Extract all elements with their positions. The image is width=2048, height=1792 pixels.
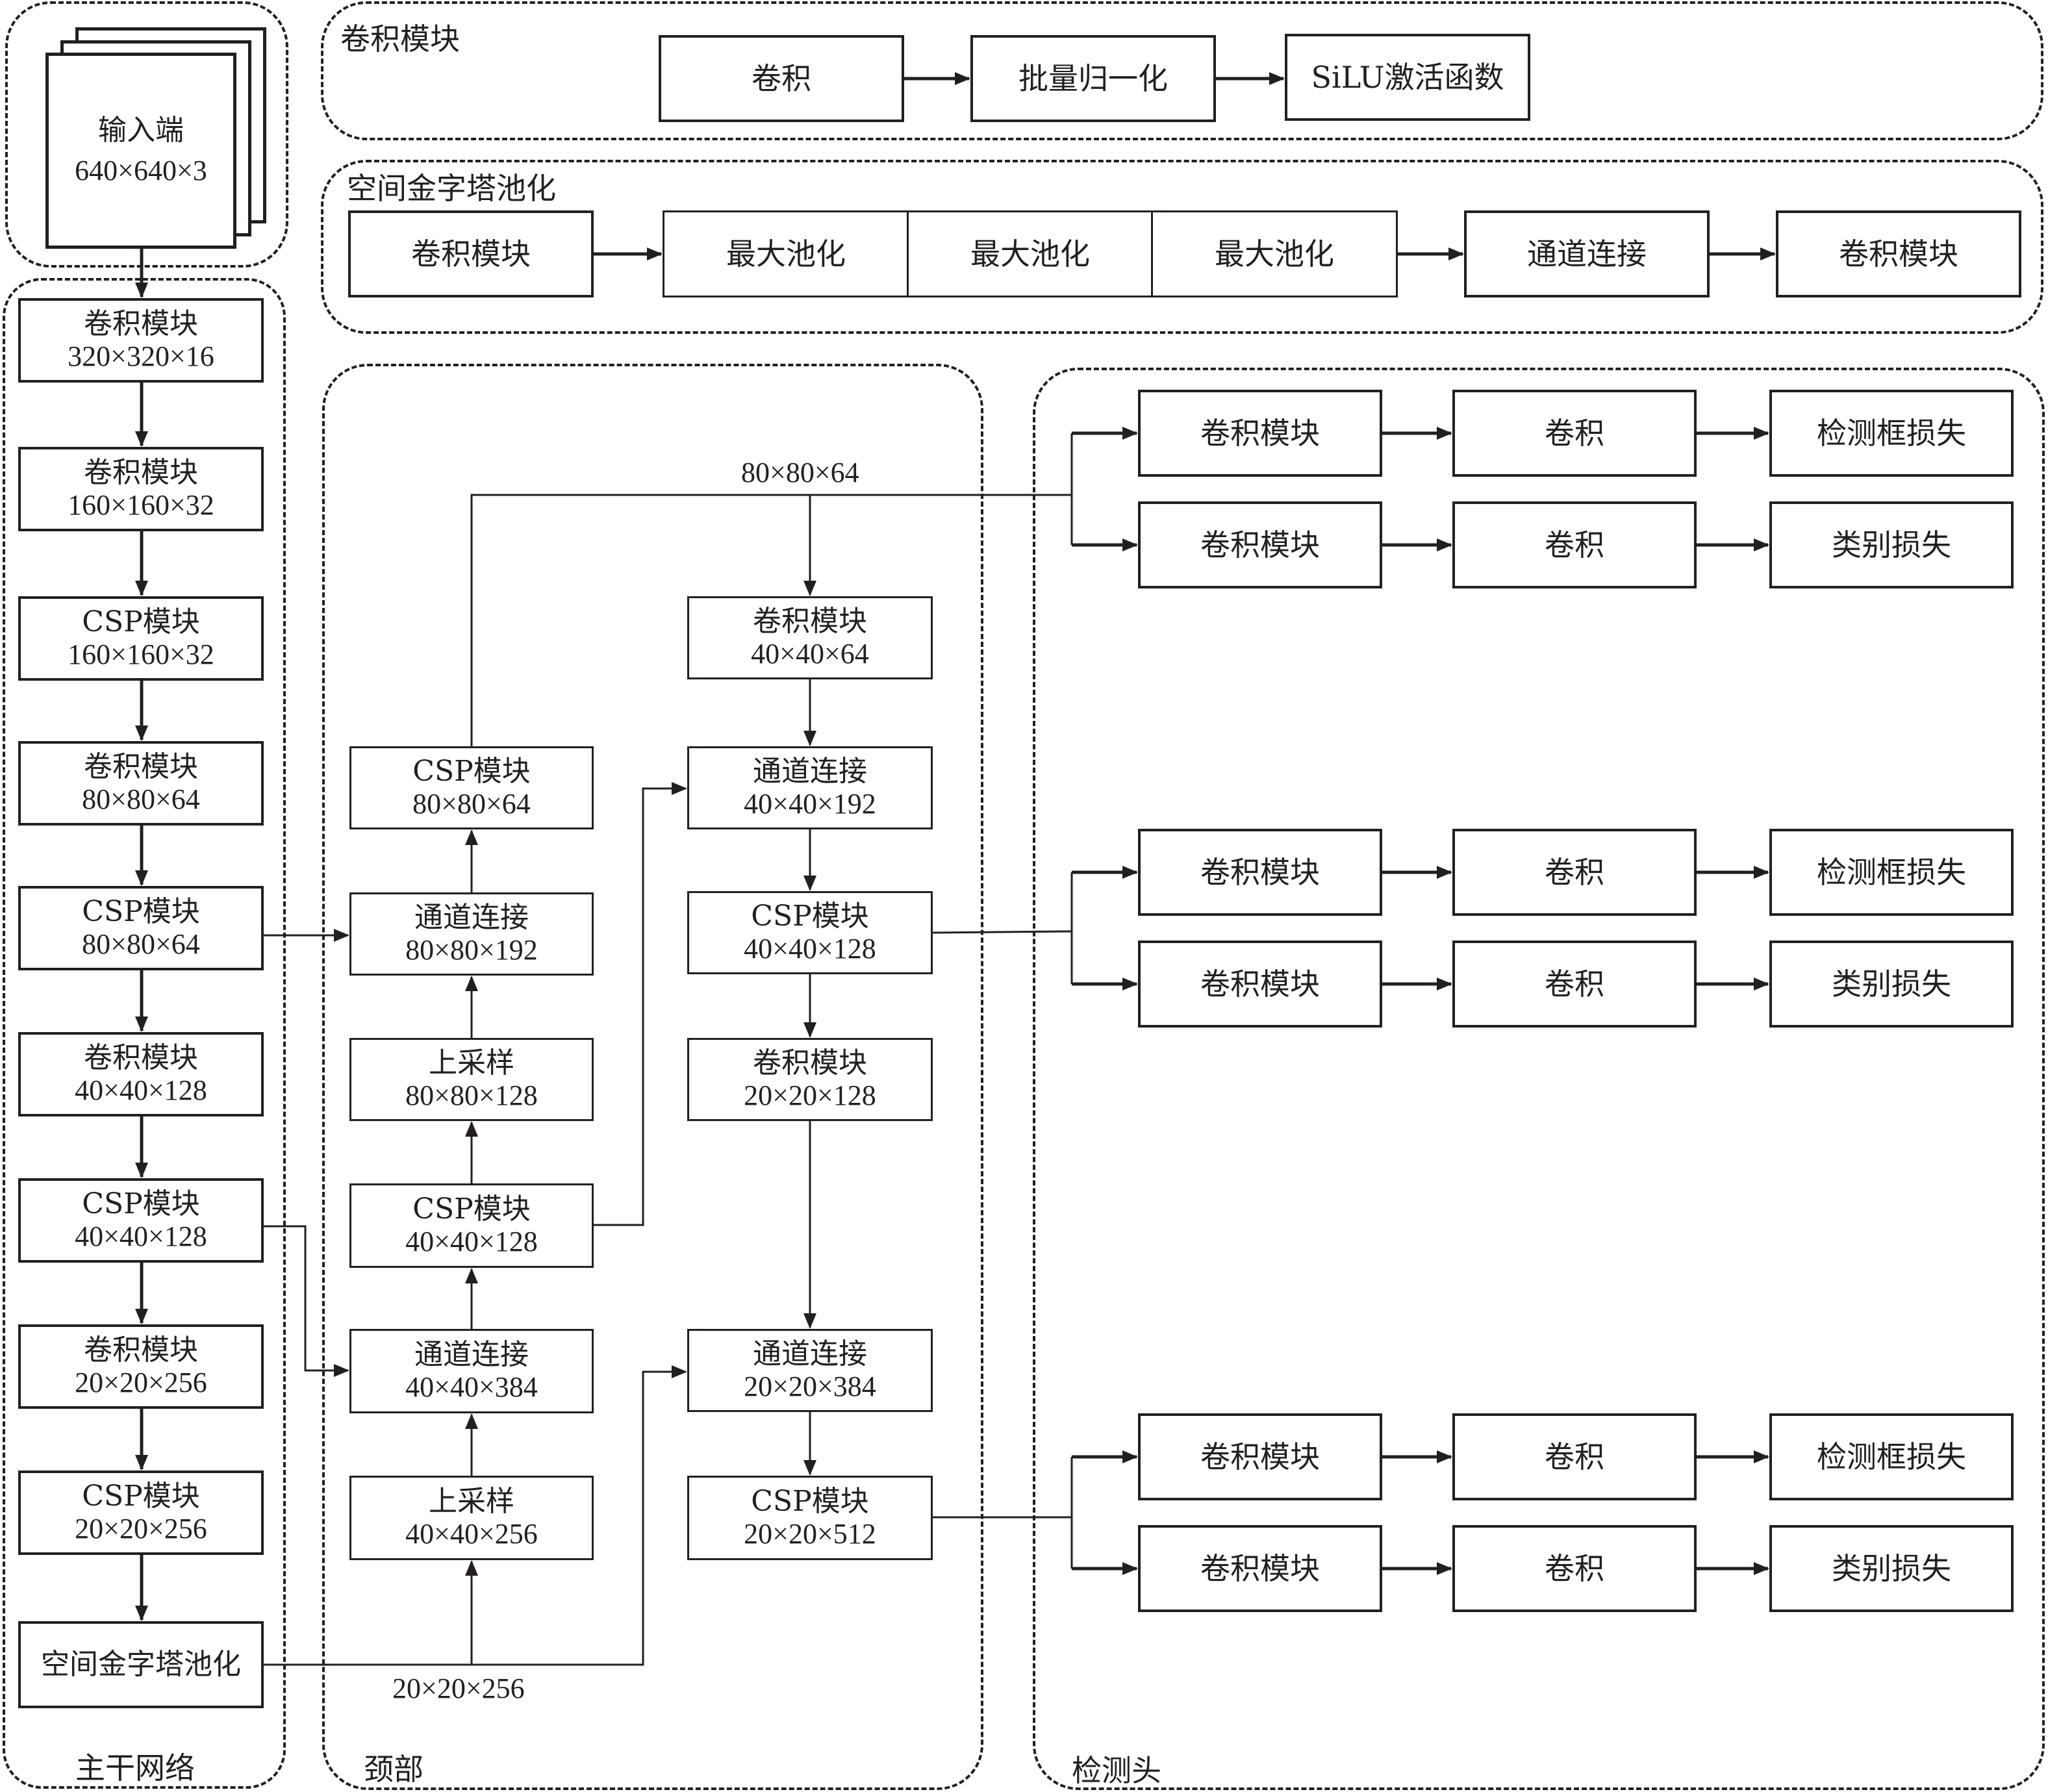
head-loss: 检测框损失 xyxy=(1769,1413,2014,1500)
neck-right-block: 通道连接 20×20×384 xyxy=(687,1329,933,1412)
neck-right-block: 卷积模块 40×40×64 xyxy=(687,596,933,679)
neck-left-block: CSP模块 40×40×128 xyxy=(349,1183,594,1268)
neck-group xyxy=(322,364,983,1790)
backbone-spp-block: 空间金字塔池化 xyxy=(18,1621,264,1708)
head-title: 检测头 xyxy=(1072,1753,1161,1788)
head-conv: 卷积 xyxy=(1452,1525,1697,1612)
input-box: 输入端 640×640×3 xyxy=(45,53,236,249)
conv-module-definition-title: 卷积模块 xyxy=(340,21,460,57)
conv-def-conv: 卷积 xyxy=(659,35,904,122)
conv-def-silu: SiLU激活函数 xyxy=(1285,34,1530,121)
neck-right-block: CSP模块 40×40×128 xyxy=(687,891,933,974)
head-loss: 检测框损失 xyxy=(1769,390,2014,477)
neck-title: 颈部 xyxy=(364,1752,424,1787)
neck-right-block: CSP模块 20×20×512 xyxy=(687,1476,933,1560)
backbone-block: 卷积模块 80×80×64 xyxy=(18,741,264,826)
spp-def-maxpool-1: 最大池化 xyxy=(663,210,909,297)
spp-def-maxpool-3: 最大池化 xyxy=(1151,210,1398,297)
neck-right-block: 卷积模块 20×20×128 xyxy=(687,1038,933,1121)
backbone-block: 卷积模块 40×40×128 xyxy=(18,1032,264,1117)
neck-left-block: 通道连接 80×80×192 xyxy=(349,892,594,976)
spp-def-conv-module-out: 卷积模块 xyxy=(1776,210,2021,297)
arrow-backbone-to-neck-concat-40 xyxy=(264,1225,349,1377)
neck-right-block: 通道连接 40×40×192 xyxy=(687,746,933,829)
spp-def-concat: 通道连接 xyxy=(1464,210,1710,297)
backbone-block: CSP模块 40×40×128 xyxy=(18,1178,264,1263)
head-conv: 卷积 xyxy=(1452,501,1697,588)
head-conv-module: 卷积模块 xyxy=(1138,940,1382,1028)
input-group xyxy=(5,1,288,268)
arrow-neck-csp40-to-concat xyxy=(594,782,687,1226)
neck-left-block: 上采样 40×40×256 xyxy=(349,1476,594,1560)
backbone-block: 卷积模块 320×320×16 xyxy=(18,298,264,383)
head-conv-module: 卷积模块 xyxy=(1138,1413,1382,1500)
wire-csp40-to-head xyxy=(932,930,1066,934)
head-conv-module: 卷积模块 xyxy=(1138,829,1382,916)
input-shape: 640×640×3 xyxy=(75,155,207,186)
conv-module-definition-group xyxy=(321,1,2043,140)
arrow-spp-to-right-concat xyxy=(264,1365,687,1666)
neck-bottom-edge-label: 20×20×256 xyxy=(392,1672,525,1704)
head-conv: 卷积 xyxy=(1452,1413,1697,1500)
neck-left-block: 上采样 80×80×128 xyxy=(349,1038,594,1121)
head-group xyxy=(1033,368,2045,1790)
head-loss: 类别损失 xyxy=(1769,1525,2014,1612)
backbone-block: 卷积模块 160×160×32 xyxy=(18,447,264,531)
head-conv-module: 卷积模块 xyxy=(1138,501,1382,588)
neck-left-block: CSP模块 80×80×64 xyxy=(349,746,594,829)
spp-def-conv-module-in: 卷积模块 xyxy=(348,210,594,297)
head-conv: 卷积 xyxy=(1452,829,1697,916)
head-conv: 卷积 xyxy=(1452,940,1697,1028)
backbone-block: CSP模块 160×160×32 xyxy=(18,596,264,681)
head-conv: 卷积 xyxy=(1452,390,1697,477)
backbone-title: 主干网络 xyxy=(75,1750,195,1786)
backbone-block: 卷积模块 20×20×256 xyxy=(18,1324,264,1409)
head-loss: 检测框损失 xyxy=(1769,829,2014,916)
neck-left-block: 通道连接 40×40×384 xyxy=(349,1329,594,1413)
input-title: 输入端 xyxy=(98,114,184,147)
backbone-block: CSP模块 80×80×64 xyxy=(18,886,264,970)
head-loss: 类别损失 xyxy=(1769,940,2014,1028)
conv-def-batchnorm: 批量归一化 xyxy=(970,35,1216,122)
backbone-block: CSP模块 20×20×256 xyxy=(18,1470,264,1555)
head-conv-module: 卷积模块 xyxy=(1138,390,1382,477)
spp-definition-title: 空间金字塔池化 xyxy=(347,171,556,206)
spp-def-maxpool-2: 最大池化 xyxy=(907,210,1154,297)
backbone-group xyxy=(3,278,286,1789)
wire-csp80-top xyxy=(470,494,1065,746)
neck-top-edge-label: 80×80×64 xyxy=(741,457,859,488)
head-conv-module: 卷积模块 xyxy=(1138,1525,1382,1612)
head-loss: 类别损失 xyxy=(1769,501,2014,588)
spp-definition-group xyxy=(321,160,2043,334)
